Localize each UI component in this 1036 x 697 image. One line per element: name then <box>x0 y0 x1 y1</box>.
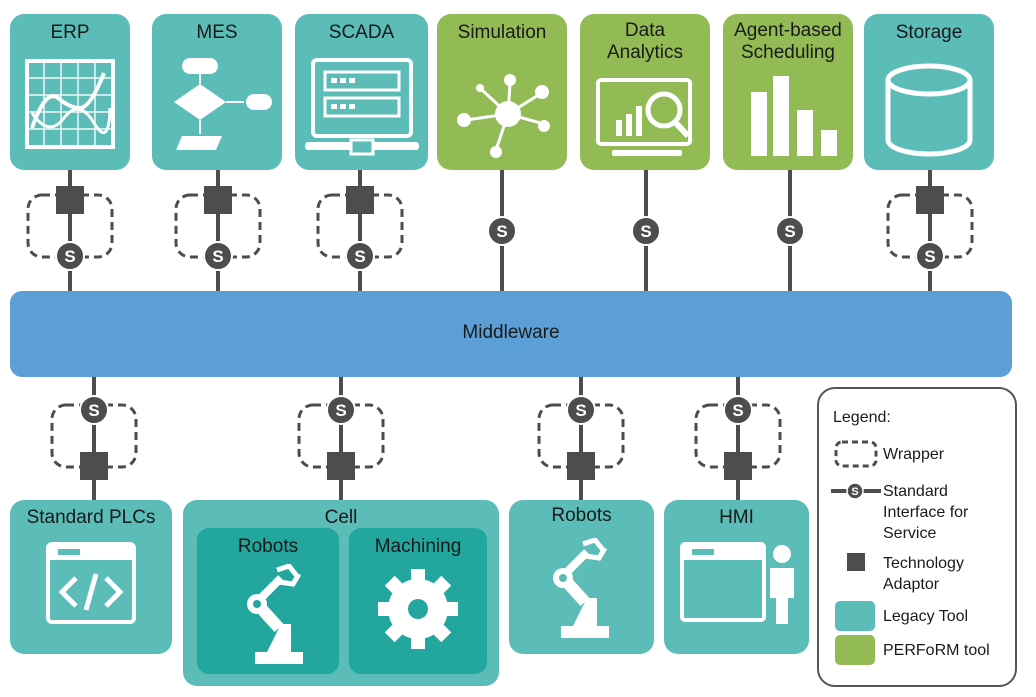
svg-text:S: S <box>354 247 365 266</box>
network-icon <box>457 74 550 158</box>
data-analytics-tool[interactable]: Data Analytics <box>580 14 710 170</box>
svg-text:S: S <box>335 401 346 420</box>
legend-wrapper: Wrapper <box>883 446 945 463</box>
service-interface: S <box>203 241 233 271</box>
svg-text:S: S <box>496 222 507 241</box>
svg-text:S: S <box>784 222 795 241</box>
scada-label: SCADA <box>328 22 395 43</box>
legend-title: Legend: <box>833 409 891 426</box>
storage-label: Storage <box>895 22 963 43</box>
technology-adaptor <box>724 452 752 480</box>
svg-text:S: S <box>575 401 586 420</box>
service-interface: S <box>79 395 109 425</box>
code-window-icon <box>46 542 136 624</box>
service-interface: S <box>723 395 753 425</box>
cell-robots-box[interactable]: Robots <box>197 528 339 674</box>
scada-tool[interactable]: SCADA <box>295 14 428 170</box>
service-interface: S <box>487 216 517 246</box>
database-icon <box>885 63 973 157</box>
technology-adaptor <box>80 452 108 480</box>
svg-text:S: S <box>732 401 743 420</box>
adaptor-swatch <box>847 553 865 571</box>
standard-plcs-tool[interactable]: Standard PLCs <box>10 500 172 654</box>
technology-adaptor <box>327 452 355 480</box>
legend-adaptor: Technology Adaptor <box>883 555 964 593</box>
server-monitor-icon <box>305 58 419 156</box>
storage-tool[interactable]: Storage <box>864 14 994 170</box>
wrapper-swatch <box>834 440 878 468</box>
cell-machining-label: Machining <box>374 536 462 557</box>
technology-adaptor <box>567 452 595 480</box>
technology-adaptor <box>204 186 232 214</box>
legend-legacy: Legacy Tool <box>883 608 969 625</box>
legacy-swatch <box>835 601 875 631</box>
cell-label: Cell <box>324 507 358 528</box>
standard-plcs-label: Standard PLCs <box>26 507 156 528</box>
flowchart-icon <box>174 58 272 150</box>
simulation-label: Simulation <box>457 22 547 43</box>
svg-text:S: S <box>851 486 858 498</box>
service-interface: S <box>326 395 356 425</box>
robot-arm-icon <box>553 538 609 638</box>
erp-tool[interactable]: ERP <box>10 14 130 170</box>
interface-swatch: S <box>831 482 881 500</box>
svg-text:S: S <box>64 247 75 266</box>
service-interface: S <box>775 216 805 246</box>
agent-scheduling-label: Agent-based Scheduling <box>734 20 842 63</box>
erp-label: ERP <box>50 22 90 43</box>
gear-icon <box>378 569 458 649</box>
bar-chart-icon <box>751 76 837 156</box>
service-interface: S <box>55 241 85 271</box>
service-interface: S <box>566 395 596 425</box>
service-interface: S <box>915 241 945 271</box>
service-interface: S <box>345 241 375 271</box>
legend-perform: PERFoRM tool <box>883 642 990 659</box>
robot-arm-icon <box>247 564 303 664</box>
service-interface: S <box>631 216 661 246</box>
magnifier-chart-icon <box>596 78 692 156</box>
legend: Legend: Wrapper S Standard Interface for… <box>817 387 1017 687</box>
perform-swatch <box>835 635 875 665</box>
svg-text:S: S <box>924 247 935 266</box>
agent-scheduling-tool[interactable]: Agent-based Scheduling <box>723 14 853 170</box>
mes-tool[interactable]: MES <box>152 14 282 170</box>
cell-group[interactable]: Cell Robots Machining <box>183 500 499 686</box>
hmi-tool[interactable]: HMI <box>664 500 809 654</box>
middleware-bus[interactable]: Middleware <box>10 291 1012 377</box>
robots-label: Robots <box>551 505 612 526</box>
svg-text:S: S <box>88 401 99 420</box>
legend-interface: Standard Interface for Service <box>883 483 969 542</box>
hmi-label: HMI <box>719 507 754 528</box>
cell-machining-box[interactable]: Machining <box>349 528 487 674</box>
technology-adaptor <box>346 186 374 214</box>
mes-label: MES <box>196 22 238 43</box>
svg-text:S: S <box>212 247 223 266</box>
cell-robots-label: Robots <box>237 536 299 557</box>
svg-text:S: S <box>640 222 651 241</box>
robots-tool[interactable]: Robots <box>509 500 654 654</box>
middleware-label: Middleware <box>462 322 560 343</box>
technology-adaptor <box>916 186 944 214</box>
screen-user-icon <box>680 542 794 624</box>
simulation-tool[interactable]: Simulation <box>437 14 567 170</box>
line-chart-icon <box>25 59 115 149</box>
data-analytics-label: Data Analytics <box>606 20 684 63</box>
technology-adaptor <box>56 186 84 214</box>
